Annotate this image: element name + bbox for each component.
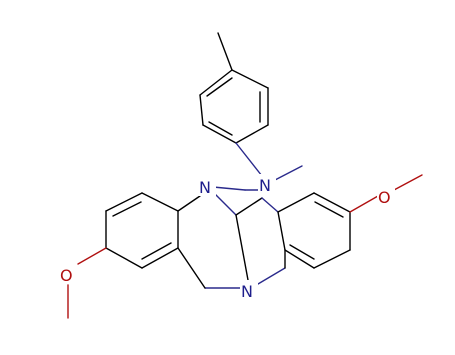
bond: [177, 195, 201, 212]
bond: [202, 124, 237, 144]
methoxy-bond: [77, 247, 107, 265]
bond: [261, 197, 279, 213]
bond: [208, 121, 233, 136]
methoxy-bond: [349, 195, 379, 213]
left-ring: [67, 192, 206, 319]
bond: [141, 247, 179, 269]
bond: [235, 142, 263, 177]
bond: [313, 249, 351, 269]
right-ring: [277, 174, 423, 269]
bond: [235, 214, 249, 281]
bond: [257, 267, 286, 285]
bond: [212, 186, 246, 191]
o-left-label: O: [60, 266, 73, 285]
bond: [284, 249, 315, 269]
bond: [141, 192, 179, 212]
n-methyl-label: N: [259, 176, 271, 195]
bond: [199, 94, 204, 126]
bond: [231, 69, 269, 89]
bond: [177, 247, 206, 289]
bond: [314, 201, 344, 218]
bridge: [177, 186, 286, 289]
bond: [235, 124, 269, 144]
bond: [105, 192, 143, 212]
bond: [141, 242, 172, 260]
bond: [112, 201, 142, 217]
methoxy-bond: [393, 174, 423, 191]
bond: [235, 197, 263, 216]
bond: [105, 247, 143, 269]
bond: [206, 77, 233, 97]
n-bottom-label: N: [241, 282, 253, 301]
methyl-bond: [274, 165, 303, 181]
methyl-bond: [217, 32, 233, 71]
tolyl-ring: [199, 32, 269, 144]
o-right-label: O: [378, 188, 391, 207]
n-top-left-label: N: [199, 178, 211, 197]
bond: [313, 192, 351, 213]
bond: [289, 244, 315, 260]
bond: [212, 191, 237, 216]
bond: [199, 69, 233, 96]
bond: [277, 192, 315, 213]
bond: [277, 211, 286, 251]
